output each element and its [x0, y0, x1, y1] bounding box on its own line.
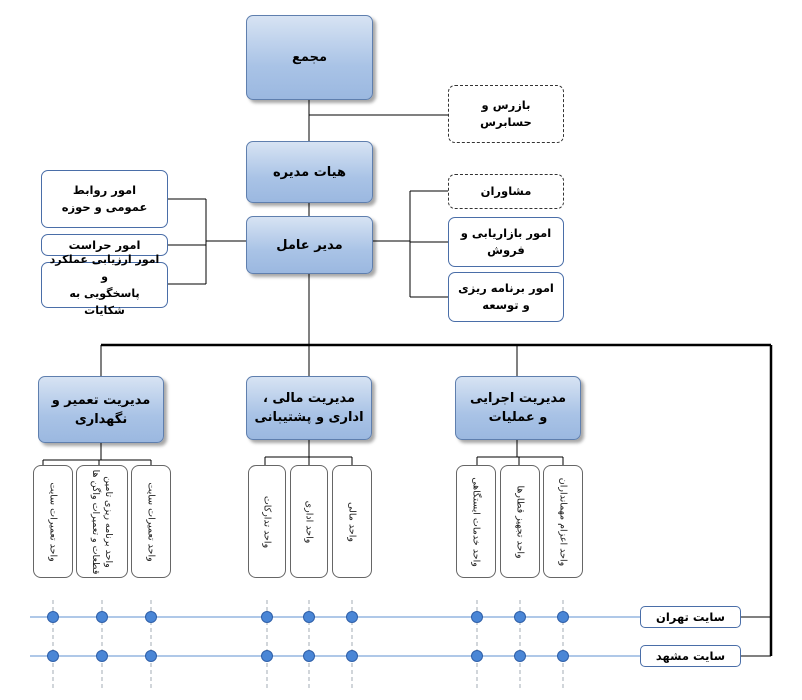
operations-dept-box: مدیریت اجرایی و عملیات	[455, 376, 581, 440]
site-node	[557, 650, 569, 662]
unit-station-services-label: واحد خدمات ایستگاهی	[470, 476, 482, 567]
site-node	[346, 611, 358, 623]
unit-station-services: واحد خدمات ایستگاهی	[456, 465, 496, 578]
site-node	[96, 650, 108, 662]
site-node	[96, 611, 108, 623]
unit-site-repair-2-label: واحد تعمیرات سایت	[145, 481, 157, 562]
board-label: هیات مدیره	[273, 164, 346, 180]
finance-dept-box: مدیریت مالی ، اداری و پشتیبانی	[246, 376, 372, 440]
unit-train-equipment: واحد تجهیز قطارها	[500, 465, 540, 578]
security-box: امور حراست	[41, 234, 168, 256]
site-node	[145, 611, 157, 623]
public-relations-label: امور روابط عمومی و حوزه	[61, 183, 148, 214]
unit-procurement: واحد تدارکات	[248, 465, 286, 578]
site-node	[47, 650, 59, 662]
site-node	[514, 650, 526, 662]
site-tehran-label: سایت تهران	[656, 610, 725, 624]
maintenance-dept-box: مدیریت تعمیر و نگهداری	[38, 376, 164, 443]
ceo-box: مدیر عامل	[246, 216, 373, 274]
auditor-box: بازرس و حسابرس	[448, 85, 564, 143]
planning-box: امور برنامه ریزی و توسعه	[448, 272, 564, 322]
site-mashhad-label: سایت مشهد	[655, 649, 726, 663]
ceo-label: مدیر عامل	[276, 237, 343, 253]
unit-parts-planning-label: واحد برنامه ریزی تامین قطعات و تعمیرات و…	[90, 469, 114, 574]
marketing-box: امور بازاریابی و فروش	[448, 217, 564, 267]
unit-parts-planning: واحد برنامه ریزی تامین قطعات و تعمیرات و…	[76, 465, 128, 578]
site-node	[471, 650, 483, 662]
assembly-box: مجمع	[246, 15, 373, 100]
unit-attendants-label: واحد اعزام مهمانداران	[557, 477, 569, 566]
performance-label: امور ارزیابی عملکرد و پاسخگویی به شکایات	[49, 253, 160, 317]
board-box: هیات مدیره	[246, 141, 373, 203]
unit-financial: واحد مالی	[332, 465, 372, 578]
advisors-label: مشاوران	[480, 184, 532, 198]
unit-site-repair-1: واحد تعمیرات سایت	[33, 465, 73, 578]
unit-site-repair-1-label: واحد تعمیرات سایت	[47, 481, 59, 562]
site-mashhad-box: سایت مشهد	[640, 645, 741, 667]
planning-label: امور برنامه ریزی و توسعه	[458, 281, 554, 312]
unit-administrative-label: واحد اداری	[303, 500, 315, 543]
advisors-box: مشاوران	[448, 174, 564, 209]
unit-site-repair-2: واحد تعمیرات سایت	[131, 465, 171, 578]
unit-administrative: واحد اداری	[290, 465, 328, 578]
unit-attendants: واحد اعزام مهمانداران	[543, 465, 583, 578]
site-node	[261, 611, 273, 623]
unit-train-equipment-label: واحد تجهیز قطارها	[514, 484, 526, 559]
site-node	[303, 611, 315, 623]
site-tehran-box: سایت تهران	[640, 606, 741, 628]
operations-dept-label: مدیریت اجرایی و عملیات	[469, 391, 567, 425]
public-relations-box: امور روابط عمومی و حوزه	[41, 170, 168, 228]
site-node	[346, 650, 358, 662]
auditor-label: بازرس و حسابرس	[480, 98, 532, 129]
site-node	[471, 611, 483, 623]
assembly-label: مجمع	[292, 50, 328, 65]
site-node	[47, 611, 59, 623]
site-node	[303, 650, 315, 662]
finance-dept-label: مدیریت مالی ، اداری و پشتیبانی	[254, 391, 364, 425]
unit-procurement-label: واحد تدارکات	[261, 495, 273, 548]
performance-box: امور ارزیابی عملکرد و پاسخگویی به شکایات	[41, 253, 168, 317]
site-node	[145, 650, 157, 662]
security-label: امور حراست	[68, 237, 141, 252]
unit-financial-label: واحد مالی	[346, 501, 358, 542]
site-node	[557, 611, 569, 623]
marketing-label: امور بازاریابی و فروش	[460, 226, 552, 257]
site-node	[514, 611, 526, 623]
site-node	[261, 650, 273, 662]
maintenance-dept-label: مدیریت تعمیر و نگهداری	[51, 392, 151, 427]
